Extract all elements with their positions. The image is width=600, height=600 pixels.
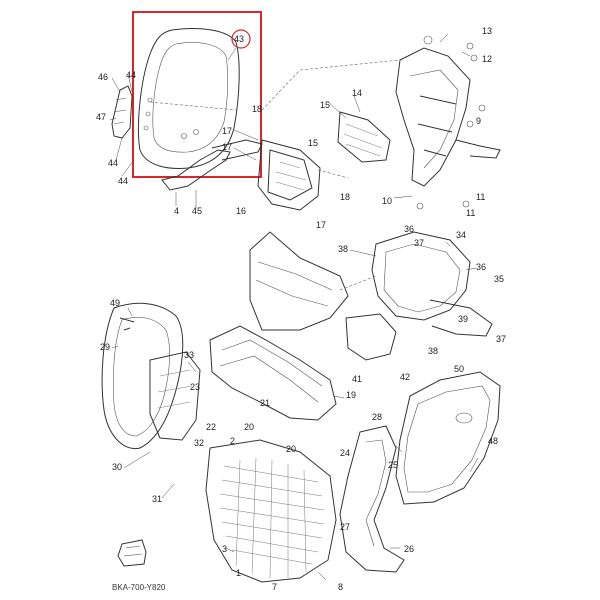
callout-label: 26 — [404, 544, 414, 554]
callout-circle-43 — [231, 29, 251, 49]
callout-label: 39 — [458, 314, 468, 324]
clip-part[interactable] — [117, 539, 147, 567]
windscreen[interactable] — [138, 28, 240, 169]
callout-label: 1 — [236, 568, 241, 578]
callout-label: 48 — [488, 436, 498, 446]
callout-label: 15 — [308, 138, 318, 148]
lower-front-cowl[interactable] — [339, 425, 405, 573]
callout-label: 29 — [100, 342, 110, 352]
callout-label: 11 — [476, 192, 485, 202]
callout-label: 36 — [404, 224, 414, 234]
callout-label: 18 — [252, 104, 262, 114]
callout-label: 21 — [260, 398, 270, 408]
callout-label: 4 — [174, 206, 179, 216]
highlight-box — [132, 11, 262, 178]
callout-label: 17 — [222, 142, 232, 152]
callout-label: 12 — [482, 54, 492, 64]
callout-label: 19 — [346, 390, 356, 400]
callout-label: 28 — [372, 412, 382, 422]
headlight-stay[interactable] — [339, 231, 493, 361]
callout-label: 16 — [236, 206, 246, 216]
callout-label: 36 — [476, 262, 486, 272]
callout-label: 47 — [96, 112, 106, 122]
callout-label: 37 — [496, 334, 506, 344]
callout-label: 43 — [234, 34, 244, 44]
callout-label: 50 — [454, 364, 464, 374]
callout-label: 23 — [190, 382, 200, 392]
callout-label: 42 — [400, 372, 410, 382]
callout-label: 44 — [118, 176, 128, 186]
callout-label: 41 — [352, 374, 362, 384]
inner-bracket-assembly[interactable] — [149, 325, 337, 441]
callout-label: 7 — [272, 582, 277, 592]
drawing-code: BKA-700-Y820 — [112, 583, 166, 592]
callout-label: 17 — [222, 126, 232, 136]
inner-visor[interactable] — [249, 231, 349, 331]
callout-label: 8 — [338, 582, 343, 592]
callout-label: 3 — [222, 544, 227, 554]
callout-label: 30 — [112, 462, 122, 472]
callout-label: 24 — [340, 448, 350, 458]
callout-label: 37 — [414, 238, 424, 248]
meter-stay[interactable] — [257, 111, 391, 211]
callout-label: 14 — [352, 88, 362, 98]
callout-label: 45 — [192, 206, 202, 216]
callout-label: 49 — [110, 298, 120, 308]
upper-frame-bracket[interactable] — [261, 35, 501, 210]
callout-label: 44 — [108, 158, 118, 168]
callout-label: 27 — [340, 522, 350, 532]
callout-label: 44 — [126, 70, 136, 80]
callout-label: 38 — [428, 346, 438, 356]
callout-label: 33 — [184, 350, 194, 360]
callout-labels: 43 46 44 47 44 44 4 45 18 17 17 16 18 15… — [96, 26, 506, 592]
callout-label: 11 — [466, 208, 475, 218]
lower-grille[interactable] — [205, 439, 337, 583]
callout-label: 13 — [482, 26, 492, 36]
callout-label: 25 — [388, 460, 398, 470]
callout-label: 31 — [152, 494, 162, 504]
callout-label: 17 — [316, 220, 326, 230]
callout-label: 15 — [320, 100, 330, 110]
callout-label: 20 — [286, 444, 296, 454]
right-side-cowl[interactable] — [395, 371, 501, 505]
callout-label: 22 — [206, 422, 216, 432]
callout-label: 9 — [476, 116, 481, 126]
left-side-cowl[interactable] — [101, 302, 184, 450]
windscreen-bracket[interactable] — [111, 85, 133, 139]
callout-label: 2 — [230, 436, 235, 446]
callout-label: 32 — [194, 438, 204, 448]
screen-stay[interactable] — [161, 139, 263, 206]
callout-label: 38 — [338, 244, 348, 254]
callout-label: 35 — [494, 274, 504, 284]
callout-label: 34 — [456, 230, 466, 240]
callout-label: 46 — [98, 72, 108, 82]
callout-label: 20 — [244, 422, 254, 432]
callout-label: 18 — [340, 192, 350, 202]
leader-lines — [109, 33, 479, 581]
callout-label: 10 — [382, 196, 392, 206]
